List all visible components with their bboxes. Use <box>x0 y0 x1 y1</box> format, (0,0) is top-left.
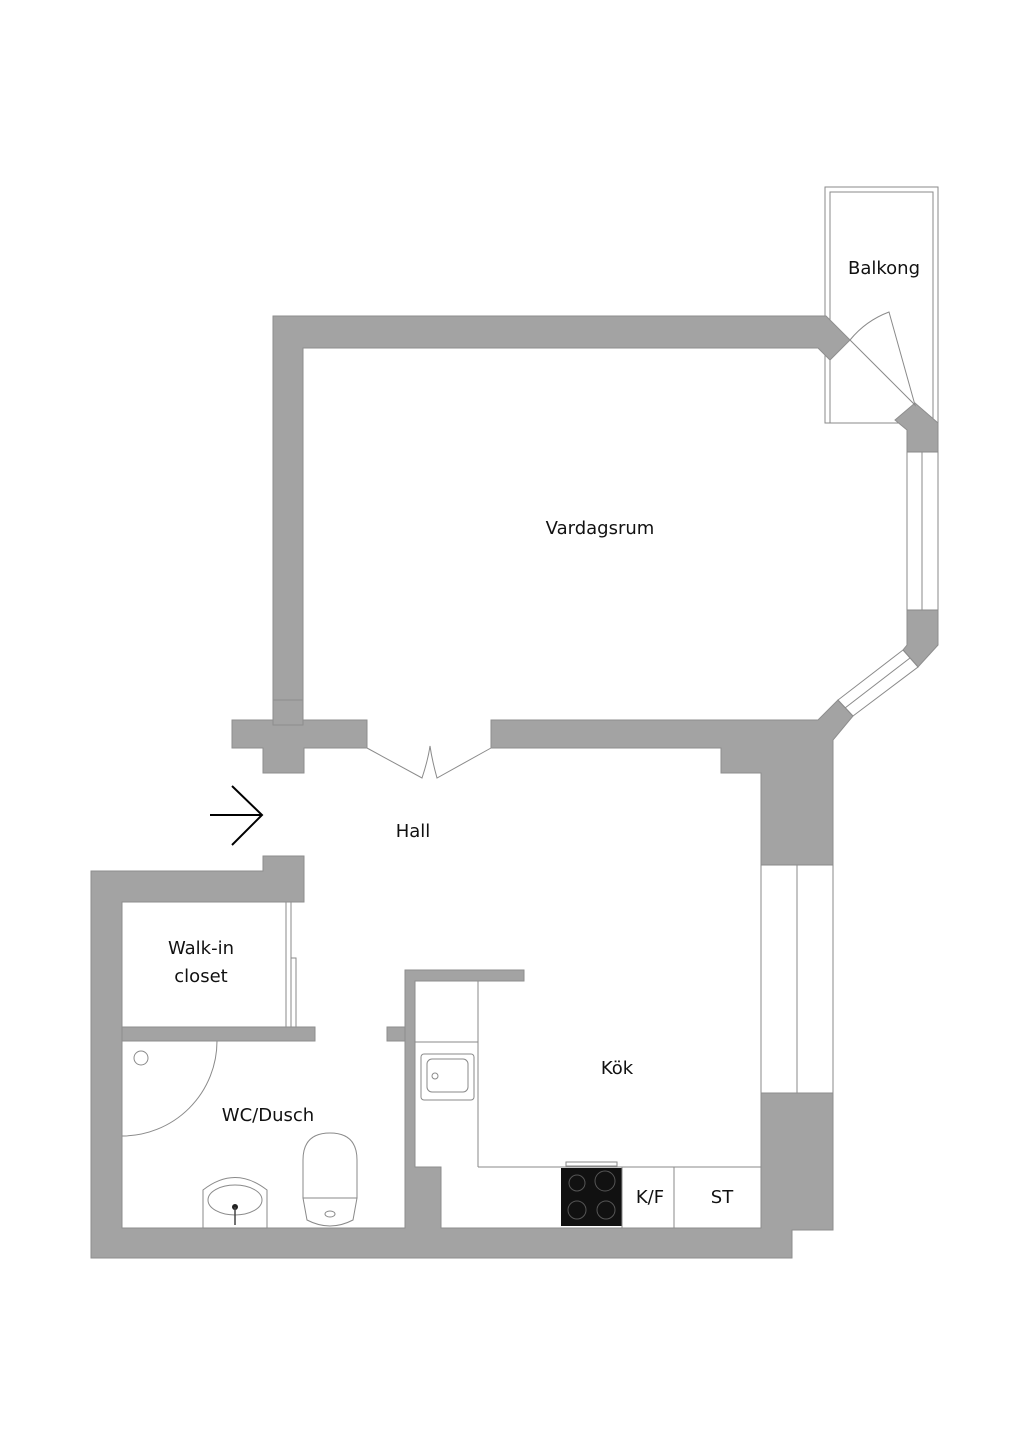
room-label-bathroom: WC/Dusch <box>222 1105 314 1126</box>
room-label-balcony: Balkong <box>848 258 920 279</box>
toilet-icon <box>302 1132 358 1227</box>
washbasin-icon <box>202 1177 268 1229</box>
shower-curtain <box>121 1040 218 1137</box>
room-label-kitchen: Kök <box>601 1058 634 1079</box>
label-storage: ST <box>711 1187 734 1208</box>
room-label-closet-line2: closet <box>174 966 227 987</box>
room-label-closet-line1: Walk-in <box>168 938 234 959</box>
balcony-door <box>849 311 916 407</box>
room-label-hall: Hall <box>396 821 431 842</box>
kitchen-fixtures <box>415 981 761 1228</box>
closet-sliding-door <box>285 901 292 1028</box>
windows <box>760 451 939 1094</box>
living-room-double-door <box>366 745 492 779</box>
shower-drain-icon <box>133 1050 149 1066</box>
label-fridge-freezer: K/F <box>636 1187 664 1208</box>
kitchen-sink-icon <box>420 1053 475 1101</box>
balcony: Balkong <box>824 186 939 424</box>
stove-icon <box>561 1161 622 1226</box>
entrance-arrow-icon <box>210 785 264 846</box>
living-room-walls <box>231 315 939 866</box>
room-label-living-room: Vardagsrum <box>546 518 655 539</box>
bathroom-fixtures <box>121 1040 358 1229</box>
lower-walls <box>90 855 834 1259</box>
